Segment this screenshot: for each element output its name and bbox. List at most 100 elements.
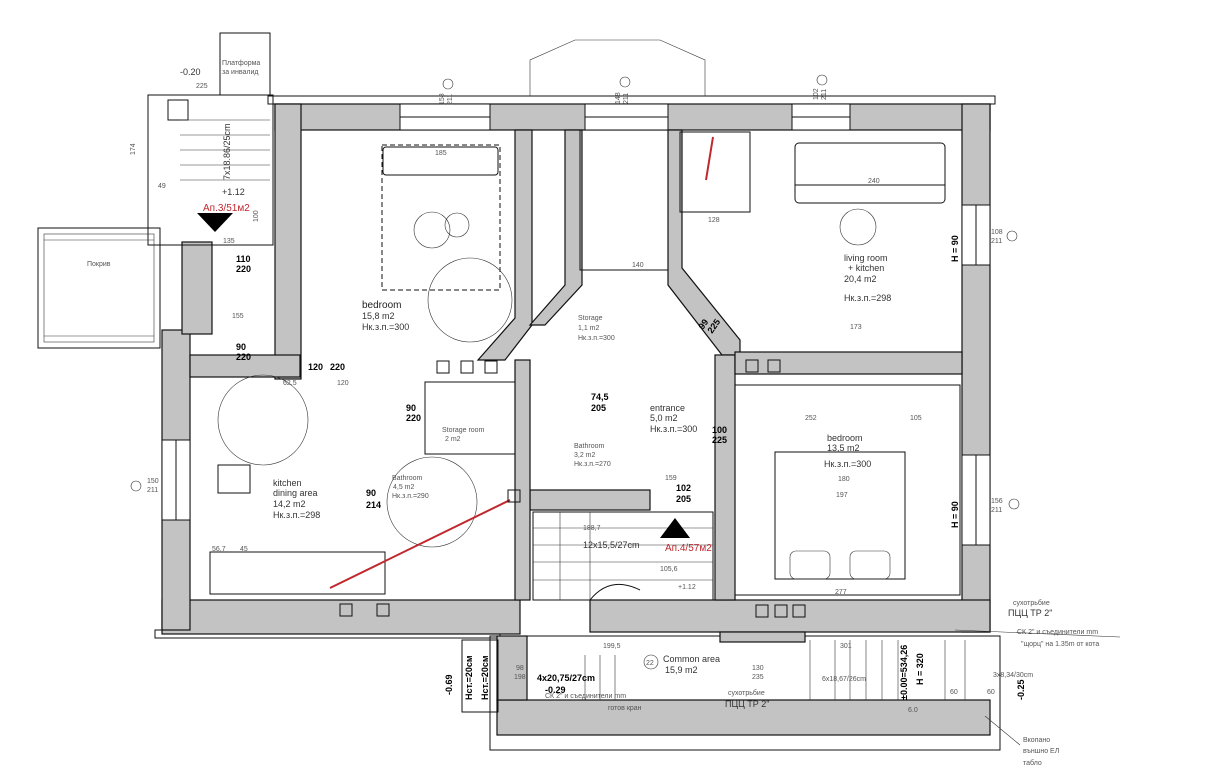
svg-text:235: 235 xyxy=(752,674,764,681)
room-labels: bedroom 15,8 m2 Нк.з.п.=300 living room … xyxy=(87,60,891,675)
room-area: 20,4 m2 xyxy=(844,274,877,284)
height-labels: H = 90 H = 90 H = 320 Нст.=20см Нст.=20с… xyxy=(461,235,960,713)
svg-text:240: 240 xyxy=(868,178,880,185)
apartment-label: Ап.3/51м2 xyxy=(203,203,250,214)
svg-text:220: 220 xyxy=(406,413,421,423)
level-mark: -0.69 xyxy=(444,674,454,695)
svg-text:49: 49 xyxy=(158,183,166,190)
svg-text:120: 120 xyxy=(308,362,323,372)
room-area: 4,5 m2 xyxy=(393,484,415,491)
svg-text:110: 110 xyxy=(236,254,251,264)
level-marks: -0.20 +1.12 +1.12 -0.69 -0.29 ±0.00=534,… xyxy=(180,67,1026,700)
room-area: 15,9 m2 xyxy=(665,665,698,675)
svg-text:225: 225 xyxy=(712,435,727,445)
stair-spec: 12x15,5/27cm xyxy=(583,540,640,550)
apartment-entry-marker xyxy=(197,213,233,232)
svg-text:205: 205 xyxy=(676,494,691,504)
room-area: 14,2 m2 xyxy=(273,499,306,509)
room-name: living room xyxy=(844,253,888,263)
svg-text:205: 205 xyxy=(591,403,606,413)
svg-text:180: 180 xyxy=(838,476,850,483)
stair-spec: 3x8,34/30cm xyxy=(993,672,1033,679)
svg-text:ПЦЦ ТР 2": ПЦЦ ТР 2" xyxy=(725,699,770,709)
svg-text:56,7: 56,7 xyxy=(212,546,226,553)
svg-text:188,7: 188,7 xyxy=(583,525,601,532)
svg-text:120: 120 xyxy=(337,380,349,387)
level-mark: +1.12 xyxy=(678,584,696,591)
drain-line xyxy=(705,136,714,181)
svg-text:99: 99 xyxy=(696,317,710,331)
apartment-entry-marker xyxy=(660,518,690,538)
room-height: Нк.з.п.=300 xyxy=(578,335,615,342)
stairs xyxy=(532,511,966,700)
stair-labels: 7x18.86/25cm 12x15,5/27cm 4x20,75/27cm 6… xyxy=(222,123,1033,683)
svg-text:СК 2" и съединители mm: СК 2" и съединители mm xyxy=(1017,629,1098,636)
svg-text:Вкопано: Вкопано xyxy=(1023,737,1050,744)
room-area: 1,1 m2 xyxy=(578,325,600,332)
svg-text:готов кран: готов кран xyxy=(608,705,642,712)
notes: сухотрьбие ПЦЦ ТР 2" СК 2" и съединители… xyxy=(545,599,1121,767)
room-area: 15,8 m2 xyxy=(362,311,395,321)
room-area: 5,0 m2 xyxy=(650,413,678,423)
svg-text:211: 211 xyxy=(991,507,1002,514)
svg-text:140: 140 xyxy=(632,262,644,269)
svg-text:173: 173 xyxy=(850,324,862,331)
svg-text:155: 155 xyxy=(232,313,244,320)
svg-text:148: 148 xyxy=(615,92,622,104)
svg-text:185: 185 xyxy=(435,150,447,157)
room-height: Нк.з.п.=300 xyxy=(362,322,409,332)
svg-text:158: 158 xyxy=(439,93,446,105)
drain-line xyxy=(329,499,511,589)
svg-text:211: 211 xyxy=(447,94,454,105)
room-name: entrance xyxy=(650,403,685,413)
svg-text:252: 252 xyxy=(805,415,817,422)
riser-height: Нст.=20см xyxy=(480,655,490,700)
room-name: Bathroom xyxy=(392,475,423,482)
svg-text:211: 211 xyxy=(991,238,1002,245)
svg-text:277: 277 xyxy=(835,589,847,596)
room-name: bedroom xyxy=(827,433,863,443)
svg-text:214: 214 xyxy=(366,500,381,510)
level-mark: -0.20 xyxy=(180,67,201,77)
room-name: dining area xyxy=(273,488,318,498)
svg-text:сухотрьбие: сухотрьбие xyxy=(1013,599,1050,607)
svg-text:45: 45 xyxy=(240,546,248,553)
svg-text:74,5: 74,5 xyxy=(591,392,609,402)
room-height: Нк.з.п.=300 xyxy=(650,424,697,434)
svg-text:105,6: 105,6 xyxy=(660,566,678,573)
svg-text:105: 105 xyxy=(910,415,922,422)
svg-text:301: 301 xyxy=(840,643,852,650)
svg-text:135: 135 xyxy=(223,238,235,245)
svg-text:"щорц" на 1.35m от кота: "щорц" на 1.35m от кота xyxy=(1021,641,1099,648)
svg-text:128: 128 xyxy=(708,217,720,224)
room-name: Storage room xyxy=(442,427,485,434)
room-area: 3,2 m2 xyxy=(574,452,596,459)
room-name: Storage xyxy=(578,315,603,322)
apartment-label: Ап.4/57м2 xyxy=(665,543,712,554)
room-height: Нк.з.п.=270 xyxy=(574,461,611,468)
room-name: Bathroom xyxy=(574,443,605,450)
svg-text:98: 98 xyxy=(516,665,524,672)
level-mark: ±0.00=534,26 xyxy=(899,645,909,700)
svg-text:150: 150 xyxy=(147,478,159,485)
svg-text:90: 90 xyxy=(406,403,416,413)
room-area: 2 m2 xyxy=(445,436,461,443)
svg-text:130: 130 xyxy=(752,665,764,672)
level-mark: +1.12 xyxy=(222,187,245,197)
roof-label: Покрив xyxy=(87,261,111,268)
height-mark: H = 90 xyxy=(950,235,960,262)
riser-height: Нст.=20см xyxy=(464,655,474,700)
furniture xyxy=(209,129,961,596)
svg-text:211: 211 xyxy=(147,487,158,494)
svg-text:100: 100 xyxy=(253,210,260,222)
height-mark: H = 320 xyxy=(915,653,925,685)
svg-text:60: 60 xyxy=(950,689,958,696)
room-name: Common area xyxy=(663,654,720,664)
room-name: bedroom xyxy=(362,300,401,311)
